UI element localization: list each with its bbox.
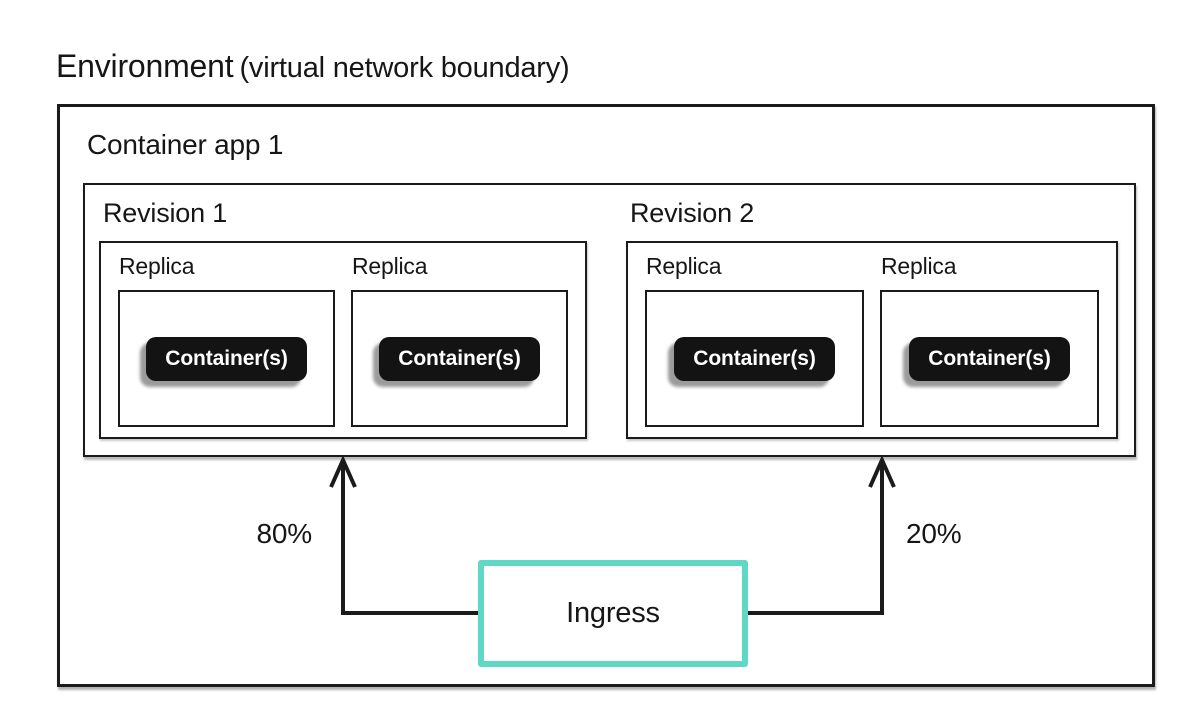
container-app-box: Revision 1 Replica Container(s) Replica … <box>83 183 1136 457</box>
environment-box: Container app 1 Revision 1 Replica Conta… <box>57 104 1155 687</box>
replica-box: Container(s) <box>118 290 335 427</box>
containers-badge: Container(s) <box>379 336 540 381</box>
revision-1-label: Revision 1 <box>103 198 228 228</box>
revision-2-replica-set-box: Replica Container(s) Replica Container(s… <box>626 241 1118 439</box>
title-environment: Environment <box>56 48 234 84</box>
replica-box: Container(s) <box>645 290 864 427</box>
revision-1-replica-set-box: Replica Container(s) Replica Container(s… <box>99 241 587 439</box>
containers-badge: Container(s) <box>674 336 835 381</box>
traffic-label-20: 20% <box>906 518 962 549</box>
replica-unit: Replica Container(s) <box>880 253 1099 437</box>
replica-box: Container(s) <box>351 290 568 427</box>
containers-badge: Container(s) <box>146 336 307 381</box>
container-app-label: Container app 1 <box>87 129 284 160</box>
containers-badge: Container(s) <box>909 336 1070 381</box>
ingress-label: Ingress <box>566 597 660 629</box>
replica-label: Replica <box>352 253 428 279</box>
replica-unit: Replica Container(s) <box>118 253 335 437</box>
traffic-label-80: 80% <box>256 518 313 549</box>
revision-2-label: Revision 2 <box>630 198 755 228</box>
revision-1-section: Revision 1 Replica Container(s) Replica … <box>99 197 587 439</box>
revision-2-section: Revision 2 Replica Container(s) Replica … <box>626 197 1118 439</box>
replica-label: Replica <box>881 253 957 279</box>
diagram-title: Environment(virtual network boundary) <box>56 48 570 85</box>
replica-box: Container(s) <box>880 290 1099 427</box>
replica-unit: Replica Container(s) <box>645 253 864 437</box>
replica-unit: Replica Container(s) <box>351 253 568 437</box>
ingress-box: Ingress <box>478 560 748 667</box>
title-network-boundary: (virtual network boundary) <box>239 52 570 84</box>
replica-label: Replica <box>646 253 722 279</box>
replica-label: Replica <box>119 253 195 279</box>
